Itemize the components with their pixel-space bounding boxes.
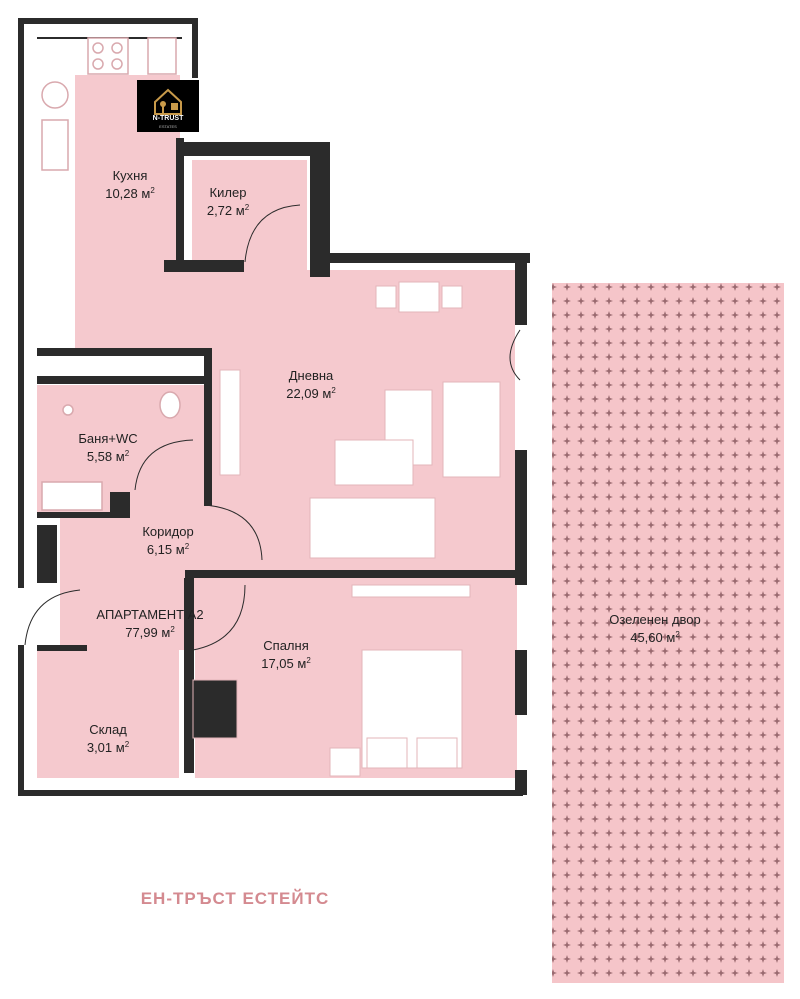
doors (24, 204, 521, 651)
wall-kitchen-right (176, 138, 184, 268)
washing-machine-icon (41, 81, 69, 109)
wall-right-bottom (515, 770, 527, 795)
yard-area (552, 283, 784, 983)
entrance-door (24, 589, 81, 646)
kitchen-area: 10,28 м2 (105, 186, 155, 201)
bath-door (134, 439, 194, 491)
nightstand (329, 747, 361, 777)
wall-bath-top-2 (37, 376, 212, 384)
wall-storage-top (37, 645, 87, 651)
storage-name: Склад (89, 722, 127, 737)
sink-icon (41, 119, 69, 171)
yard-name: Озеленен двор (609, 612, 701, 627)
pantry-name: Килер (210, 185, 247, 200)
wall-bath-right (204, 348, 212, 506)
shower-icon (62, 404, 74, 416)
wall-pantry-bottom (164, 260, 244, 272)
wall-top-left (18, 18, 24, 588)
wall-right-mid (515, 450, 527, 585)
pantry-fill (192, 160, 307, 270)
stove-icon (87, 37, 129, 75)
chair (375, 285, 397, 309)
wall-bedroom-left (184, 578, 194, 773)
bath-fixtures (41, 391, 181, 511)
chair (441, 285, 463, 309)
wall-right-upper (515, 260, 527, 325)
tv-cabinet (219, 369, 241, 476)
bedroom-fill (195, 578, 517, 778)
corridor-name: Коридор (142, 524, 193, 539)
brand-watermark: ЕН-ТРЪСТ ЕСТЕЙТС (140, 889, 330, 908)
bath-name: Баня+WC (78, 431, 137, 446)
pantry-area: 2,72 м2 (207, 203, 250, 218)
fridge-icon (147, 37, 177, 75)
kitchen-fixtures (41, 37, 177, 171)
yard-area-value: 45,60 м2 (630, 630, 680, 645)
logo-name: N-TRUST (152, 115, 184, 122)
wall-bath-top (37, 348, 212, 356)
living-area: 22,09 м2 (286, 386, 336, 401)
bedroom-area: 17,05 м2 (261, 656, 311, 671)
toilet-icon (159, 391, 181, 419)
pillow (366, 737, 408, 769)
wall-living-top (330, 253, 530, 263)
walls (18, 18, 530, 796)
company-logo: N-TRUST ESTATES (137, 80, 199, 132)
wall-right-lower (515, 650, 527, 715)
dining-table (398, 281, 440, 313)
bedroom-furniture (192, 584, 471, 777)
logo-subtitle: ESTATES (159, 124, 177, 129)
wall-top-right (192, 18, 198, 78)
wall-bath-bottom (37, 512, 117, 518)
pillow (416, 737, 458, 769)
living-name: Дневна (289, 368, 334, 383)
corridor-fill-2 (115, 492, 210, 582)
kitchen-name: Кухня (113, 168, 148, 183)
corridor-area: 6,15 м2 (147, 542, 190, 557)
storage-fill (37, 650, 179, 778)
wardrobe (351, 584, 471, 598)
bedroom-door (192, 584, 246, 651)
balcony-door (509, 329, 521, 381)
bathtub-icon (41, 481, 103, 511)
wall-left-corridor (37, 525, 57, 583)
wall-bottom (18, 790, 523, 796)
wall-top (18, 18, 198, 24)
living-furniture (219, 281, 501, 559)
kitchen-counter-strip (37, 75, 75, 350)
room-labels: Кухня 10,28 м2 Килер 2,72 м2 Дневна 22,0… (78, 168, 700, 755)
corridor-door (204, 504, 263, 561)
armchair (442, 381, 501, 478)
wall-pantry-top (184, 142, 314, 156)
wall-bedroom-top (185, 570, 515, 578)
house-key-icon (154, 88, 182, 115)
bath-area: 5,58 м2 (87, 449, 130, 464)
fireplace-icon (192, 679, 238, 739)
apartment-name: АПАРТАМЕНТ А2 (96, 607, 203, 622)
pantry-door (244, 204, 301, 263)
yard-dot-pattern (552, 283, 784, 983)
wall-pantry-right (310, 142, 330, 277)
wall-bottom-left (18, 645, 24, 795)
rug (334, 439, 414, 486)
apartment-area: 77,99 м2 (125, 625, 175, 640)
storage-area: 3,01 м2 (87, 740, 130, 755)
bedroom-name: Спалня (263, 638, 308, 653)
sofa (309, 497, 436, 559)
wall-bath-notch (110, 492, 130, 518)
